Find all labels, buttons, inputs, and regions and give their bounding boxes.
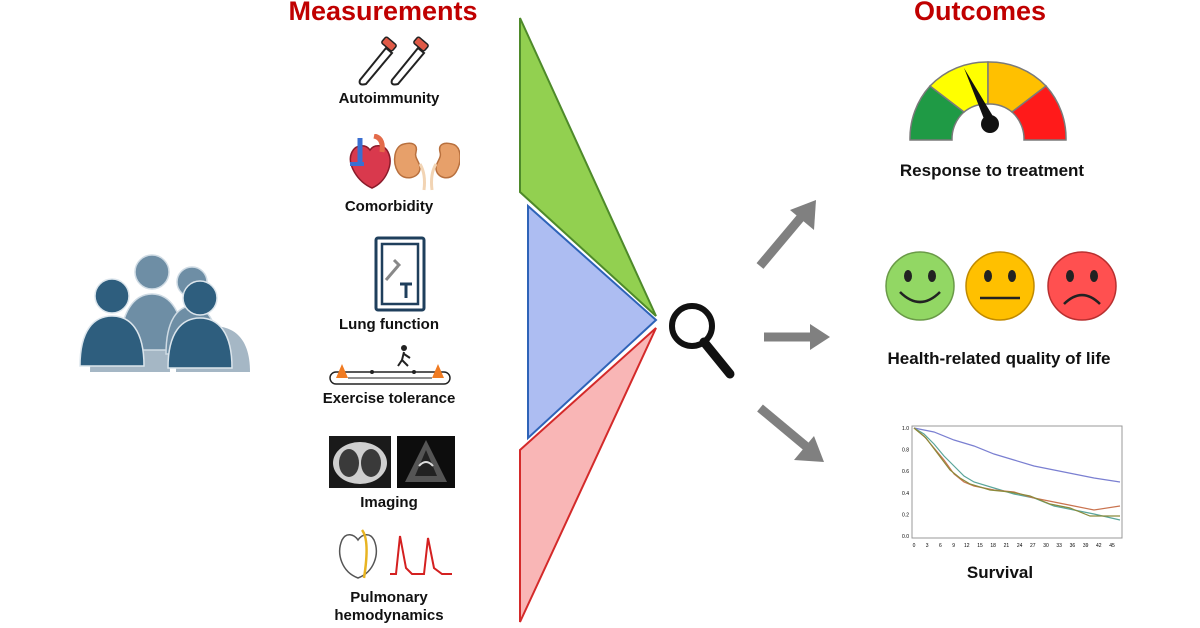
happy-face-icon (885, 251, 955, 321)
outcome-label-survival: Survival (966, 563, 1034, 582)
survival-x-tick: 39 (1083, 543, 1089, 549)
measurement-label-imaging: Imaging (360, 494, 418, 511)
heart-kidneys-icon (344, 134, 460, 192)
walk-test-icon (328, 342, 452, 386)
magnifier-icon (664, 298, 738, 382)
survival-x-tick: 3 (926, 543, 929, 549)
survival-x-tick: 27 (1030, 543, 1036, 549)
triangle-green (519, 17, 657, 317)
survival-x-tick: 21 (1004, 543, 1010, 549)
survival-y-tick: 0.2 (902, 512, 909, 518)
smiley-faces-icon (884, 250, 1120, 322)
convergence-triangles (510, 10, 670, 628)
measurements-heading: Measurements (288, 0, 478, 26)
survival-x-tick: 36 (1070, 543, 1076, 549)
measurement-label-pulmonary-line2: hemodynamics (334, 607, 444, 624)
outcome-label-response: Response to treatment (899, 161, 1085, 180)
ct-echo-images-icon (329, 436, 455, 488)
measurement-label-autoimmunity: Autoimmunity (338, 90, 440, 107)
measurement-label-comorbidity: Comorbidity (344, 198, 434, 215)
survival-y-tick: 0.8 (902, 448, 909, 454)
survival-y-tick: 1.0 (902, 426, 909, 432)
survival-line-blue (913, 427, 1121, 483)
survival-x-tick: 45 (1109, 543, 1115, 549)
survival-x-tick: 6 (939, 543, 942, 549)
arrow-down-right-icon (754, 400, 830, 470)
patient-group-icon (72, 250, 252, 375)
survival-line-green (913, 427, 1121, 521)
survival-y-tick: 0.6 (902, 469, 909, 475)
survival-x-tick: 12 (964, 543, 970, 549)
triangle-blue (527, 203, 658, 441)
survival-x-tick: 24 (1017, 543, 1023, 549)
survival-x-tick: 18 (990, 543, 996, 549)
gauge-icon (906, 42, 1070, 146)
survival-line-olive (913, 427, 1120, 517)
outcomes-heading: Outcomes (913, 0, 1047, 26)
outcome-label-quality-of-life: Health-related quality of life (887, 349, 1111, 368)
body-plethysmograph-icon (372, 236, 428, 312)
triangle-red (519, 327, 657, 623)
sad-face-icon (1047, 251, 1117, 321)
survival-x-tick: 15 (977, 543, 983, 549)
heart-pressure-wave-icon (334, 528, 454, 582)
survival-y-tick: 0.4 (902, 491, 909, 497)
survival-x-tick: 33 (1056, 543, 1062, 549)
measurement-label-lung-function: Lung function (339, 316, 439, 333)
survival-x-tick: 42 (1096, 543, 1102, 549)
measurement-label-exercise-tolerance: Exercise tolerance (322, 390, 456, 407)
survival-y-tick: 0.0 (902, 534, 909, 540)
measurement-label-pulmonary-line1: Pulmonary (350, 589, 428, 606)
neutral-face-icon (965, 251, 1035, 321)
survival-x-tick: 30 (1043, 543, 1049, 549)
arrow-right-icon (762, 322, 832, 352)
survival-x-tick: 9 (952, 543, 955, 549)
arrow-up-right-icon (752, 194, 824, 274)
survival-x-tick: 0 (913, 543, 916, 549)
test-tubes-icon (352, 36, 436, 86)
